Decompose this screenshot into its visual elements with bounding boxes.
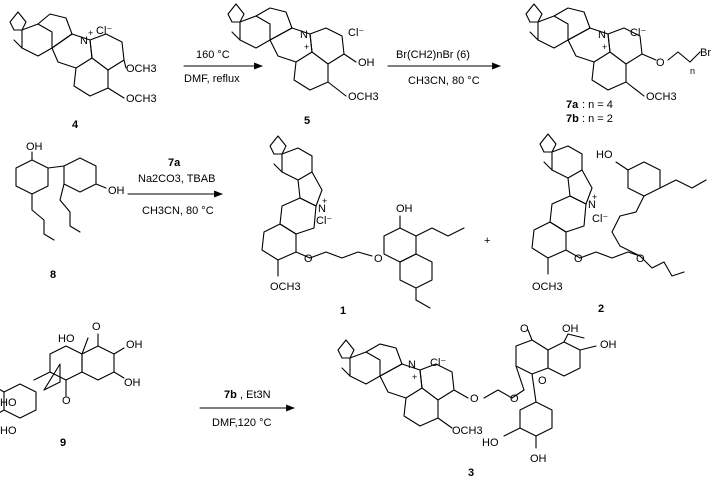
compound-8-structure	[15, 151, 107, 241]
svg-text:7b: 7b	[224, 389, 237, 401]
reaction-1-above: 160 °C	[196, 49, 230, 61]
compound-3-charge: +	[412, 372, 417, 382]
compound-7b-label: 7b : n = 2	[566, 113, 613, 125]
compound-5-structure	[227, 3, 345, 91]
reaction-2-below: CH3CN, 80 °C	[408, 75, 480, 87]
plus-sign: +	[484, 235, 490, 247]
reaction-4-below: DMF,120 °C	[212, 417, 271, 429]
reaction-4-above: 7b , Et3N	[224, 389, 271, 401]
compound-7-n-label: N	[598, 29, 606, 41]
compound-3-ho: HO	[482, 437, 499, 449]
compound-7-structure	[525, 3, 701, 91]
compound-8-label: 8	[50, 269, 56, 281]
compound-1-n-label: N	[318, 203, 326, 215]
compound-4-ome-1: OCH3	[126, 63, 157, 75]
compound-1-oh: OH	[396, 203, 413, 215]
compound-3-n-label: N	[408, 359, 416, 371]
compound-3-structure	[337, 329, 597, 449]
compound-9-carbonyl-o: O	[92, 321, 101, 333]
compound-3-carbonyl-o: O	[520, 323, 529, 335]
reaction-3-below: CH3CN, 80 °C	[142, 205, 214, 217]
compound-3-oh-5: OH	[562, 323, 579, 335]
compound-1-structure	[261, 135, 465, 309]
compound-1-charge: +	[322, 196, 327, 206]
compound-3-o-1: O	[470, 393, 479, 405]
compound-5-ome: OCH3	[348, 91, 379, 103]
compound-9-structure	[0, 333, 125, 419]
compound-1-label: 1	[340, 305, 346, 317]
compound-1-o-2: O	[374, 253, 383, 265]
compound-2-structure	[531, 133, 707, 277]
compound-4-ome-2: OCH3	[126, 93, 157, 105]
compound-4-counterion: Cl⁻	[96, 25, 112, 37]
compound-2-ome: OCH3	[532, 281, 563, 293]
compound-9-oh-5: OH	[126, 339, 143, 351]
compound-4-label: 4	[72, 119, 79, 131]
compound-5-counterion: Cl⁻	[348, 27, 364, 39]
compound-9-ring-o: O	[62, 395, 71, 407]
compound-7a-label: 7a : n = 4	[566, 99, 613, 111]
compound-7-n: n	[690, 66, 695, 76]
compound-1-o-1: O	[304, 253, 313, 265]
svg-text:: n = 2: : n = 2	[582, 113, 613, 125]
compound-7-counterion: Cl⁻	[630, 27, 646, 39]
compound-3-ome: OCH3	[452, 425, 483, 437]
compound-9-label: 9	[60, 437, 66, 449]
compound-2-charge: +	[592, 192, 597, 202]
compound-9-oh-7: OH	[124, 377, 141, 389]
compound-3-ring-o: O	[538, 375, 547, 387]
compound-9-ho-3: HO	[58, 333, 75, 345]
compound-5-n-label: N	[300, 29, 308, 41]
compound-8-oh-2: OH	[108, 185, 125, 197]
compound-4-charge: +	[88, 28, 93, 38]
compound-9-ho-4prime: HO	[0, 425, 17, 437]
compound-7-ome: OCH3	[646, 91, 677, 103]
compound-3-oh-4prime: OH	[530, 453, 547, 465]
compound-7-o: O	[656, 57, 665, 69]
compound-3-oh-7: OH	[600, 339, 617, 351]
svg-text:7b: 7b	[566, 113, 579, 125]
svg-text:: n = 4: : n = 4	[582, 99, 613, 111]
svg-text:, Et3N: , Et3N	[240, 389, 271, 401]
compound-3-label: 3	[468, 467, 474, 479]
reaction-2-above: Br(CH2)nBr (6)	[396, 49, 470, 61]
compound-2-o-2: O	[636, 253, 645, 265]
compound-7-br: Br	[700, 47, 711, 59]
compound-3-counterion: Cl⁻	[430, 357, 446, 369]
compound-8-oh-1: OH	[26, 141, 43, 153]
reaction-3-above: Na2CO3, TBAB	[138, 173, 215, 185]
compound-2-counterion: Cl⁻	[592, 213, 608, 225]
compound-5-charge: +	[304, 42, 309, 52]
compound-1-counterion: Cl⁻	[316, 215, 332, 227]
compound-5-label: 5	[304, 115, 310, 127]
reaction-3-reagent: 7a	[168, 157, 181, 169]
compound-9-ho-3prime: HO	[0, 397, 17, 409]
reaction-1-below: DMF, reflux	[184, 73, 240, 85]
compound-1-ome: OCH3	[270, 281, 301, 293]
compound-2-n-label: N	[588, 199, 596, 211]
compound-2-label: 2	[598, 303, 604, 315]
compound-4-n-label: N	[80, 35, 88, 47]
compound-7-charge: +	[602, 42, 607, 52]
compound-2-ho: HO	[596, 149, 613, 161]
compound-5-oh: OH	[358, 57, 375, 69]
compound-3-o-2: O	[510, 393, 519, 405]
compound-2-o-1: O	[574, 253, 583, 265]
svg-text:7a: 7a	[566, 99, 579, 111]
